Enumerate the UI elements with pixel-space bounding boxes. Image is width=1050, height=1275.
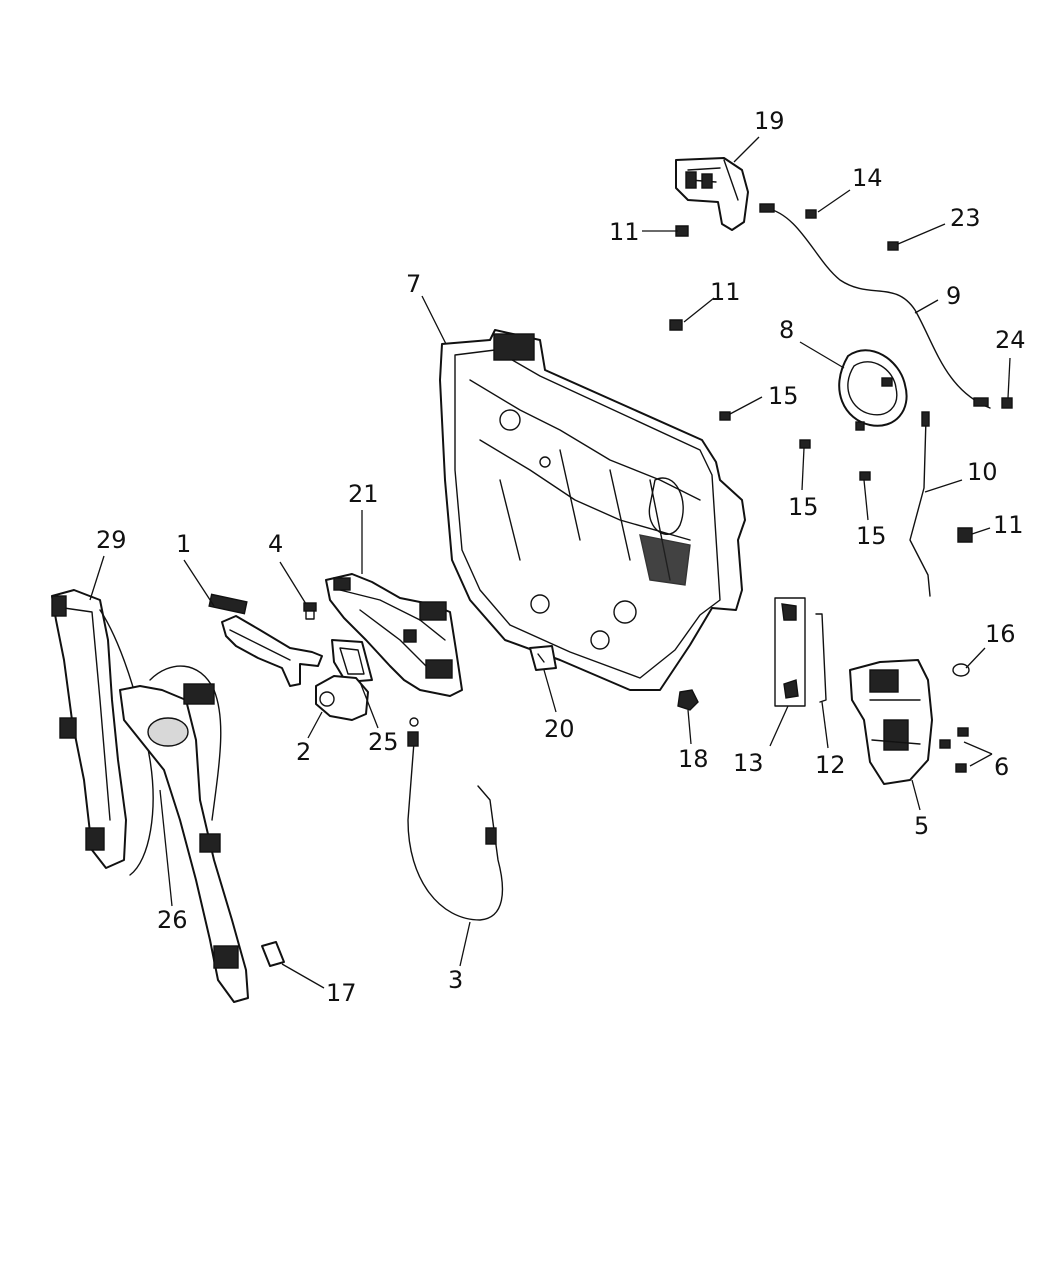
callout-14: 14 [852,164,883,192]
callout-15-b: 15 [788,493,819,521]
callout-15-c: 15 [856,522,887,550]
callout-9: 9 [946,282,961,310]
part-20-label [529,645,557,671]
part-4-screw [303,602,317,620]
callout-1: 1 [176,530,191,558]
callout-4: 4 [268,530,283,558]
callout-6: 6 [994,753,1009,781]
part-7-door-panel [439,329,746,691]
part-21-handle-bracket [325,573,463,697]
part-29-regulator-rail [51,589,154,876]
callout-3: 3 [448,966,463,994]
part-18-nut [677,689,699,711]
leader-lines [89,136,1011,989]
part-1-outside-handle [208,593,323,687]
callout-17: 17 [326,979,357,1007]
part-3-cable [407,717,504,921]
part-13-kit-box [774,597,806,707]
callout-labels: 19 11 14 23 11 9 8 24 7 15 15 15 10 11 2… [96,107,1026,1007]
callout-10: 10 [967,458,998,486]
callout-11-mid: 11 [710,278,741,306]
fasteners [669,209,1013,543]
callout-21: 21 [348,480,379,508]
callout-11-top: 11 [609,218,640,246]
part-17-clip [261,941,285,967]
part-8-seal-ring [838,349,908,431]
part-12-rod [815,613,827,703]
callout-7: 7 [406,270,421,298]
callout-25: 25 [368,728,399,756]
callout-11-right: 11 [993,511,1024,539]
callout-15-a: 15 [768,382,799,410]
callout-20: 20 [544,715,575,743]
callout-2: 2 [296,738,311,766]
callout-24: 24 [995,326,1026,354]
callout-12: 12 [815,751,846,779]
part-19-bracket [675,157,749,231]
part-2-cylinder-cap [315,675,369,721]
callout-29: 29 [96,526,127,554]
callout-5: 5 [914,812,929,840]
callout-8: 8 [779,316,794,344]
callout-18: 18 [678,745,709,773]
part-6-screws [939,727,969,773]
callout-19: 19 [754,107,785,135]
part-9-cable [759,203,991,409]
callout-13: 13 [733,749,764,777]
callout-23: 23 [950,204,981,232]
part-10-rod [909,411,931,597]
callout-26: 26 [157,906,188,934]
part-16-o-ring [952,663,970,677]
part-26-regulator-motor [119,665,249,1003]
part-5-door-latch [849,659,933,785]
callout-16: 16 [985,620,1016,648]
